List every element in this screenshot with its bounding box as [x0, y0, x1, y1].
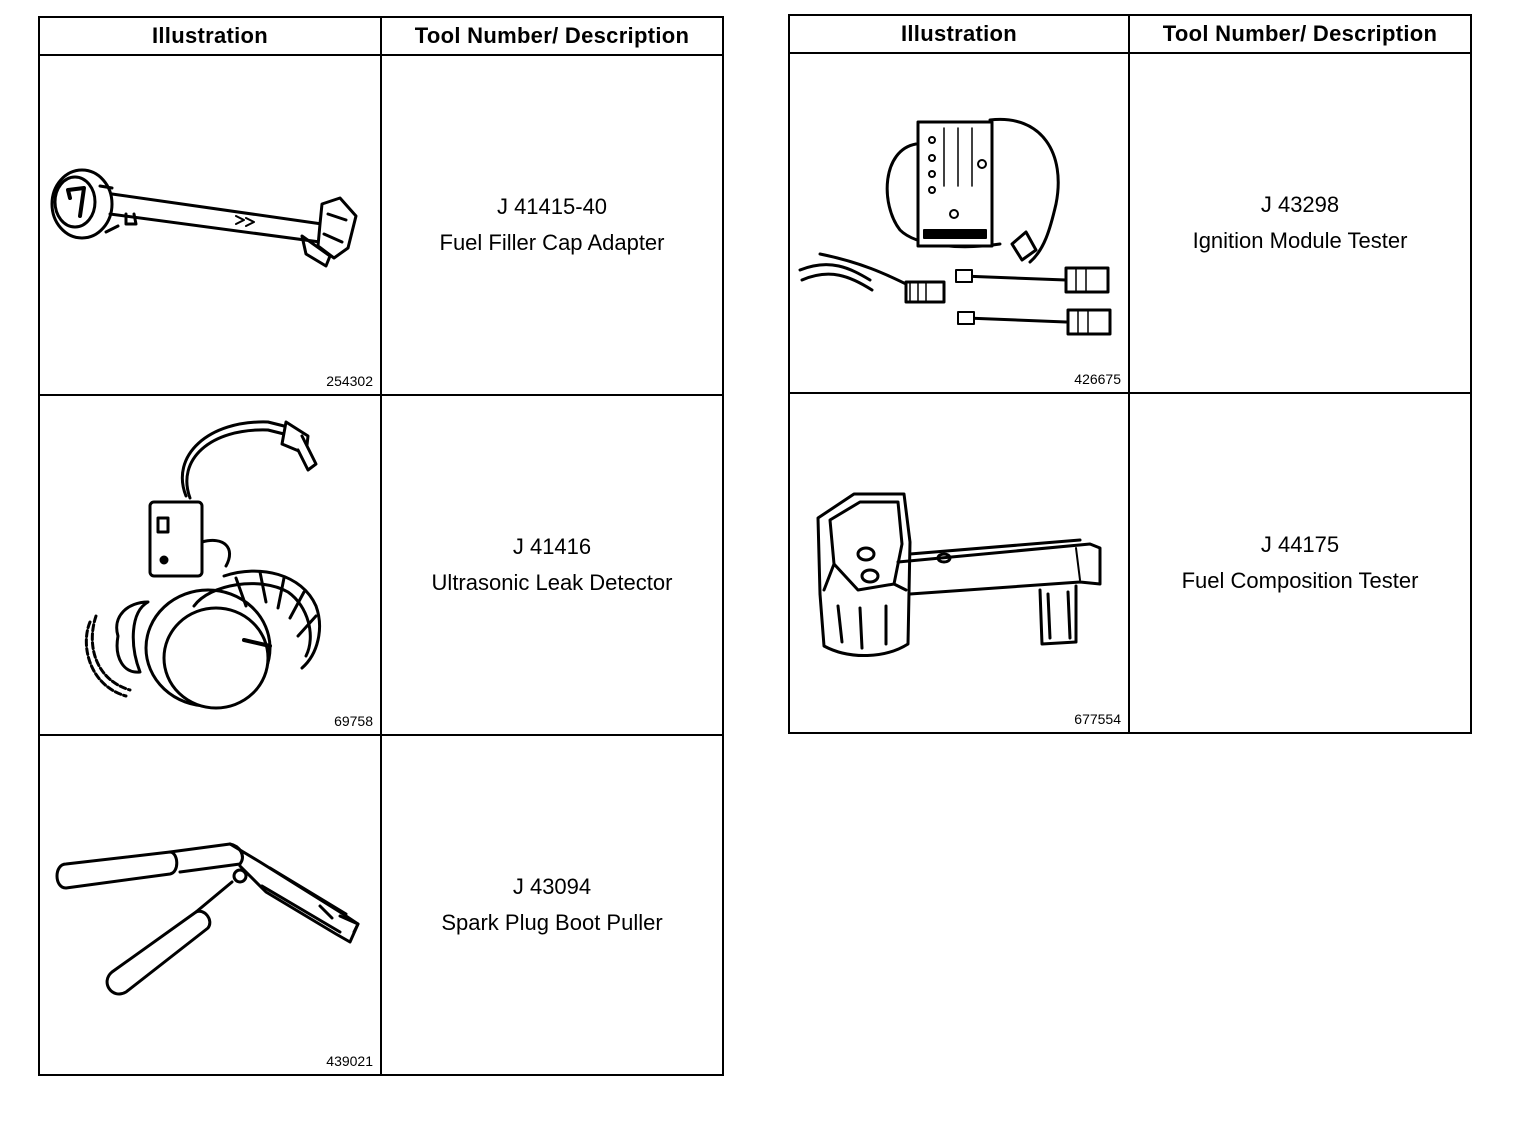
ultrasonic-leak-detector-icon [84, 420, 321, 710]
header-row: Illustration Tool Number/ Description [38, 16, 724, 56]
tool-name: Fuel Composition Tester [1181, 568, 1419, 593]
tools-table-right: Illustration Tool Number/ Description [788, 14, 1472, 734]
tool-name: Ultrasonic Leak Detector [431, 570, 673, 595]
header-tool-description: Tool Number/ Description [1128, 14, 1472, 54]
header-tool-description: Tool Number/ Description [380, 16, 724, 56]
tool-description-cell: J 41415-40 Fuel Filler Cap Adapter [380, 54, 724, 396]
table-row: 677554 J 44175 Fuel Composition Tester [788, 392, 1472, 734]
header-illustration: Illustration [38, 16, 382, 56]
tool-name: Fuel Filler Cap Adapter [439, 230, 665, 255]
fuel-filler-cap-adapter-icon [50, 168, 358, 268]
tool-description-cell: J 41416 Ultrasonic Leak Detector [380, 394, 724, 736]
tool-number: J 44175 [1260, 532, 1340, 557]
header-illustration: Illustration [788, 14, 1130, 54]
figure-id: 439021 [326, 1053, 373, 1069]
figure-id: 254302 [326, 373, 373, 389]
illustration-cell: 254302 [38, 54, 382, 396]
tool-number: J 41415-40 [496, 194, 608, 219]
table-row: 69758 J 41416 Ultrasonic Leak Detector [38, 394, 724, 736]
tool-description-cell: J 43298 Ignition Module Tester [1128, 52, 1472, 394]
tool-number: J 43094 [512, 874, 592, 899]
tool-name: Spark Plug Boot Puller [441, 910, 663, 935]
header-row: Illustration Tool Number/ Description [788, 14, 1472, 54]
illustration-cell: 439021 [38, 734, 382, 1076]
tool-description-cell: J 44175 Fuel Composition Tester [1128, 392, 1472, 734]
tool-number: J 41416 [512, 534, 592, 559]
fuel-composition-tester-icon [816, 492, 1102, 657]
tool-description-cell: J 43094 Spark Plug Boot Puller [380, 734, 724, 1076]
spark-plug-boot-puller-icon [55, 842, 360, 996]
illustration-cell: 426675 [788, 52, 1130, 394]
figure-id: 426675 [1074, 371, 1121, 387]
figure-id: 677554 [1074, 711, 1121, 727]
illustration-cell: 69758 [38, 394, 382, 736]
tools-table-left: Illustration Tool Number/ Description [38, 16, 724, 1076]
ignition-module-tester-icon [798, 117, 1112, 336]
tool-name: Ignition Module Tester [1192, 228, 1408, 253]
table-row: 426675 J 43298 Ignition Module Tester [788, 52, 1472, 394]
table-row: 439021 J 43094 Spark Plug Boot Puller [38, 734, 724, 1076]
table-row: 254302 J 41415-40 Fuel Filler Cap Adapte… [38, 54, 724, 396]
tool-number: J 43298 [1260, 192, 1340, 217]
figure-id: 69758 [334, 713, 373, 729]
illustration-cell: 677554 [788, 392, 1130, 734]
